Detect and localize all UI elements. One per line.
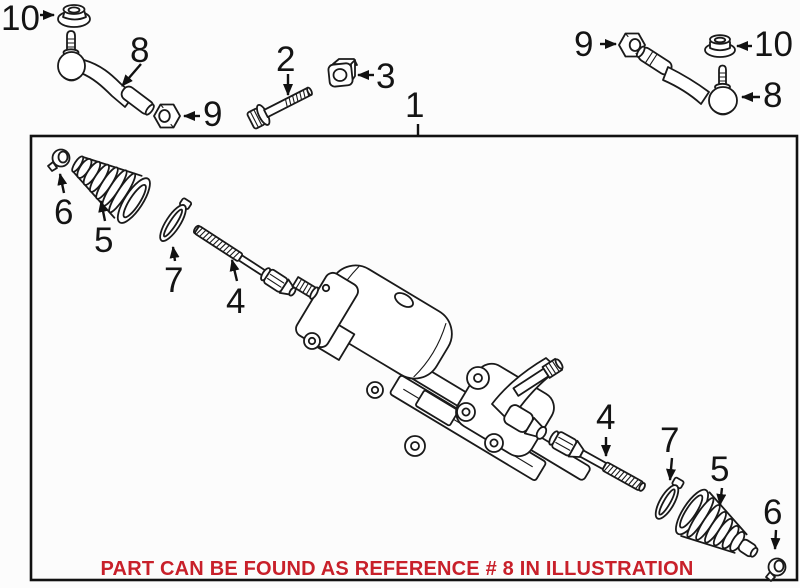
callout-6-left: 6 (54, 193, 74, 232)
flange-nut-drawing-top-left (57, 4, 91, 28)
inner-tie-rod-drawing-right (548, 430, 646, 492)
bolt-drawing (246, 86, 313, 130)
steering-boot-drawing-right (675, 488, 759, 558)
callout-10-top-left: 10 (1, 0, 40, 38)
jam-nut-drawing-left (153, 103, 181, 129)
callout-5-left: 5 (94, 221, 114, 260)
callout-7-left: 7 (164, 261, 184, 300)
callout-2: 2 (276, 40, 296, 79)
callout-8-top-right: 8 (763, 76, 783, 115)
callout-8-top-left: 8 (130, 31, 150, 70)
callout-7-right: 7 (660, 421, 680, 460)
outer-tie-rod-end-drawing-right (635, 45, 738, 116)
callout-5-right: 5 (710, 450, 730, 489)
boot-ring-drawing-left (159, 197, 193, 242)
callout-9-top-left: 9 (203, 95, 223, 134)
square-nut-drawing (327, 58, 358, 88)
outer-tie-rod-end-drawing-left (57, 30, 155, 116)
callout-6-right: 6 (763, 493, 783, 532)
boot-clamp-drawing-right (765, 557, 787, 582)
callout-4-right: 4 (596, 398, 616, 437)
steering-gear-drawing (291, 264, 591, 481)
flange-nut-drawing-top-right (704, 34, 736, 58)
callout-4-left: 4 (226, 282, 246, 321)
reference-note: PART CAN BE FOUND AS REFERENCE # 8 IN IL… (100, 558, 694, 580)
callout-3: 3 (376, 57, 396, 96)
steering-boot-drawing-left (71, 155, 151, 224)
illustration-frame (29, 134, 799, 582)
callout-10-top-right: 10 (754, 25, 793, 64)
inner-tie-rod-drawing-left (192, 224, 297, 297)
callout-arrows (40, 10, 781, 550)
boot-clamp-drawing-left (47, 148, 71, 172)
boot-ring-drawing-right (654, 476, 685, 520)
callout-9-top-right: 9 (574, 25, 594, 64)
callout-1: 1 (405, 86, 425, 125)
